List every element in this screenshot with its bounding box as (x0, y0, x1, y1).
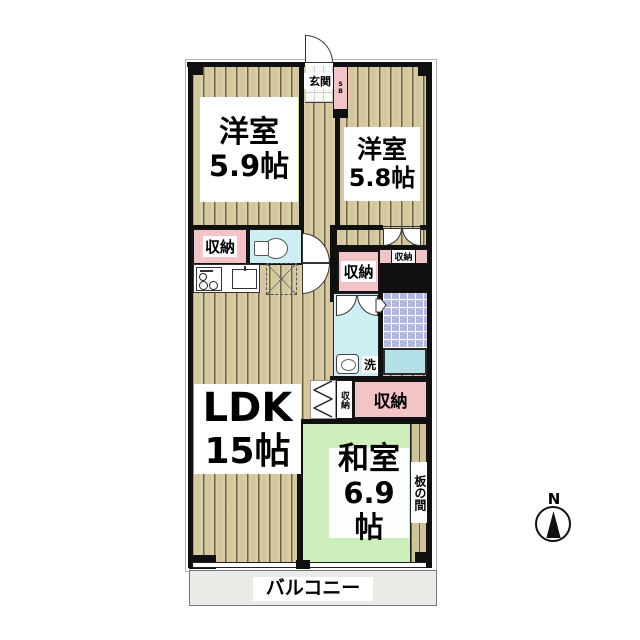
wall-below-shoebox (333, 109, 348, 118)
dark-closet-area (379, 264, 428, 293)
compass-circle (535, 506, 571, 542)
kitchen-counter (193, 264, 260, 293)
closet-bottom-label: 収納 (373, 392, 408, 412)
wall-left (188, 62, 193, 568)
wall-top-right (333, 62, 432, 67)
wall-above-washitsu (299, 419, 432, 424)
wall-under-west2-a (335, 225, 383, 230)
ldk-size: 15帖 (204, 431, 291, 473)
balcony-text: バルコニー (265, 577, 361, 600)
shoe-box: SB (333, 64, 348, 111)
laundry-label: 洗 (362, 356, 379, 373)
closet-left-label: 収納 (202, 236, 237, 257)
western-room2-name: 洋室 (356, 134, 407, 164)
wall-under-closet-row (335, 245, 432, 250)
japanese-room-label: 和室 6.9帖 (329, 441, 409, 543)
japanese-room-size: 6.9帖 (343, 476, 395, 544)
compass-north-label: N (547, 490, 561, 508)
refrigerator-space (266, 263, 297, 295)
folding-door-icon (313, 380, 333, 418)
closet-top-right-label: 収納 (391, 249, 416, 264)
closet-small: 収納 (336, 380, 353, 419)
bathroom-door-icon (375, 298, 387, 313)
wall-under-west1 (192, 225, 304, 230)
closet-bottom: 収納 (353, 380, 428, 419)
closet-door-sill (383, 226, 420, 227)
closet-left: 収納 (192, 228, 248, 265)
ldk-name: LDK (202, 385, 293, 432)
balcony: バルコニー (189, 570, 437, 606)
toilet-room (248, 228, 303, 265)
sink-icon (232, 266, 257, 289)
western-room1-label: 洋室 5.9帖 (200, 97, 298, 202)
western-room1-name: 洋室 (219, 114, 279, 150)
bathtub (383, 348, 427, 375)
wall-top-left (187, 62, 305, 67)
closet-middle: 収納 (337, 250, 380, 293)
stove-icon (196, 267, 222, 291)
balcony-label: バルコニー (253, 577, 373, 601)
wall-right (426, 62, 432, 568)
wall-mid-vertical (330, 225, 337, 302)
washroom: 洗 (333, 293, 379, 377)
shoe-box-label: SB (337, 80, 344, 95)
western-room2-size: 5.8帖 (348, 163, 416, 192)
washroom-door-left (336, 295, 357, 316)
closet-middle-label: 収納 (341, 261, 376, 282)
compass: N (530, 490, 580, 550)
corner-top-right (418, 62, 432, 76)
western-room1-size: 5.9帖 (208, 149, 290, 184)
wall-under-washroom (330, 376, 432, 380)
corner-top-left (189, 62, 203, 75)
wall-bottom-mid (296, 560, 310, 569)
wall-corridor-left (299, 66, 304, 233)
closet-small-label: 収納 (339, 390, 349, 409)
closet-top-right: 収納 (379, 249, 428, 264)
wall-under-west2-b (420, 225, 432, 230)
japanese-room-name: 和室 (338, 440, 400, 477)
ldk-label: LDK 15帖 (194, 384, 301, 474)
wall-corridor-right (335, 110, 340, 230)
bathroom (383, 293, 427, 348)
compass-needle-icon (546, 511, 561, 538)
western-room2-label: 洋室 5.8帖 (344, 127, 420, 201)
entrance-label: 玄関 (303, 73, 337, 89)
front-door-swing (305, 35, 333, 63)
wall-washitsu-left (297, 419, 303, 565)
itanoma-text: 板の間 (412, 474, 427, 511)
vanity-sink-icon (336, 354, 359, 374)
itanoma-label: 板の間 (411, 462, 427, 523)
wall-wash-bath (379, 293, 383, 377)
toilet-tank-icon (254, 241, 269, 256)
